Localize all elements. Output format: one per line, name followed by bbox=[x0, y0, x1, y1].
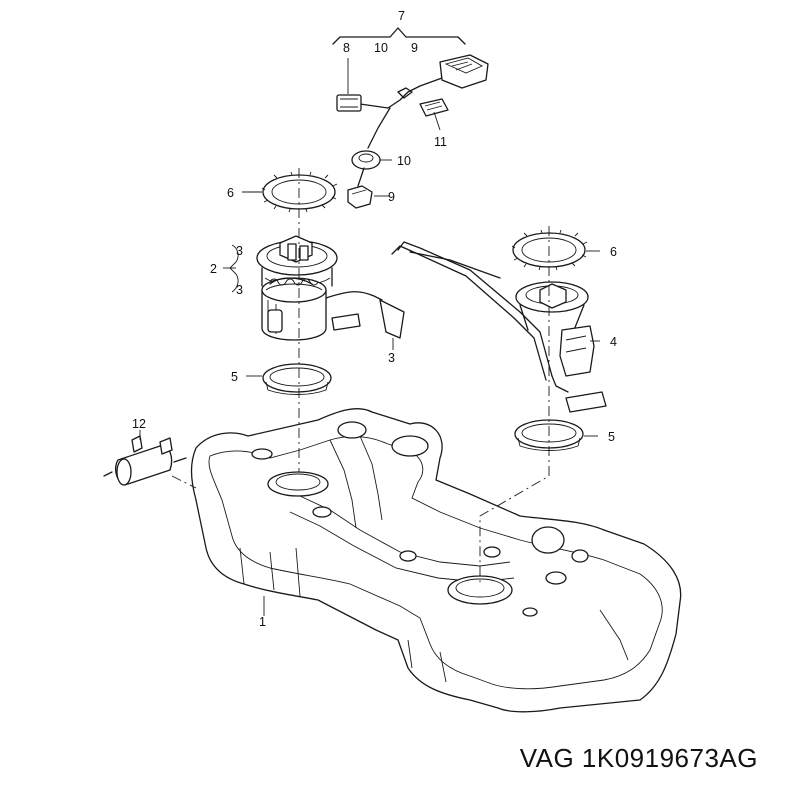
callout-6a: 6 bbox=[227, 186, 234, 200]
part-number: 1K0919673AG bbox=[581, 743, 758, 773]
callout-9b: 9 bbox=[388, 190, 395, 204]
assembly-axis-right bbox=[479, 226, 550, 584]
wiring-harness bbox=[332, 27, 489, 209]
assembly-axis-filter bbox=[171, 475, 197, 489]
fuel-tank bbox=[190, 408, 682, 713]
sealing-ring-left bbox=[261, 171, 338, 213]
callout-6b: 6 bbox=[610, 245, 617, 259]
callout-11: 11 bbox=[434, 135, 447, 149]
callout-8: 8 bbox=[343, 41, 350, 55]
callout-1: 1 bbox=[259, 615, 266, 629]
callout-5a: 5 bbox=[231, 370, 238, 384]
callout-10b: 10 bbox=[397, 154, 411, 168]
leader-lines bbox=[139, 58, 600, 616]
callout-2: 2 bbox=[210, 262, 217, 276]
callout-7: 7 bbox=[398, 9, 405, 23]
fuel-filter bbox=[103, 435, 187, 486]
callout-4: 4 bbox=[610, 335, 617, 349]
callout-3c: 3 bbox=[388, 351, 395, 365]
callout-5b: 5 bbox=[608, 430, 615, 444]
callout-3b: 3 bbox=[236, 283, 243, 297]
brand-name: VAG bbox=[519, 743, 575, 773]
part-number-caption: VAG 1K0919673AG bbox=[520, 743, 758, 774]
level-sender-unit bbox=[391, 241, 607, 413]
fuel-pump-module-left bbox=[261, 277, 405, 341]
sealing-ring-right bbox=[511, 229, 588, 271]
pump-flange-left bbox=[256, 235, 338, 287]
callout-3a: 3 bbox=[236, 244, 243, 258]
lock-ring-left bbox=[262, 363, 332, 395]
callout-9a: 9 bbox=[411, 41, 418, 55]
callout-12: 12 bbox=[132, 417, 146, 431]
callout-10a: 10 bbox=[374, 41, 388, 55]
